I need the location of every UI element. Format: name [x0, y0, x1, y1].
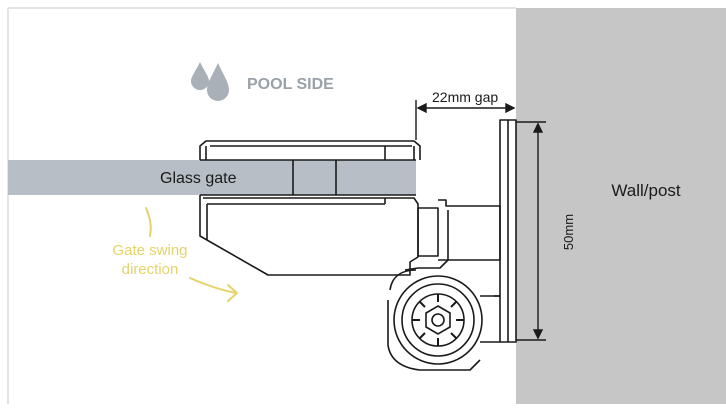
water-drops-icon	[191, 62, 229, 101]
swing-line-icon	[145, 207, 152, 237]
lower-clamp-body	[199, 195, 419, 276]
pivot-wheel	[393, 275, 483, 365]
wall-post-label: Wall/post	[611, 181, 681, 200]
swing-label-line1: Gate swing	[112, 242, 187, 259]
height-dimension	[516, 121, 546, 341]
hex-bolt	[425, 305, 451, 335]
pool-side-label: POOL SIDE	[247, 76, 334, 93]
glass-gate	[8, 160, 416, 195]
hinge-body	[199, 119, 517, 371]
gap-dimension	[415, 100, 516, 140]
wall-post	[516, 8, 726, 404]
height-label: 50mm	[561, 214, 576, 250]
wheel-spokes	[412, 294, 464, 346]
glass-gate-label: Glass gate	[160, 170, 237, 187]
gap-label: 22mm gap	[432, 89, 498, 105]
curved-arrow-icon	[189, 277, 238, 302]
connector-block	[417, 207, 439, 257]
upper-clamp-plate	[199, 140, 421, 160]
swing-label-line2: direction	[122, 261, 179, 278]
